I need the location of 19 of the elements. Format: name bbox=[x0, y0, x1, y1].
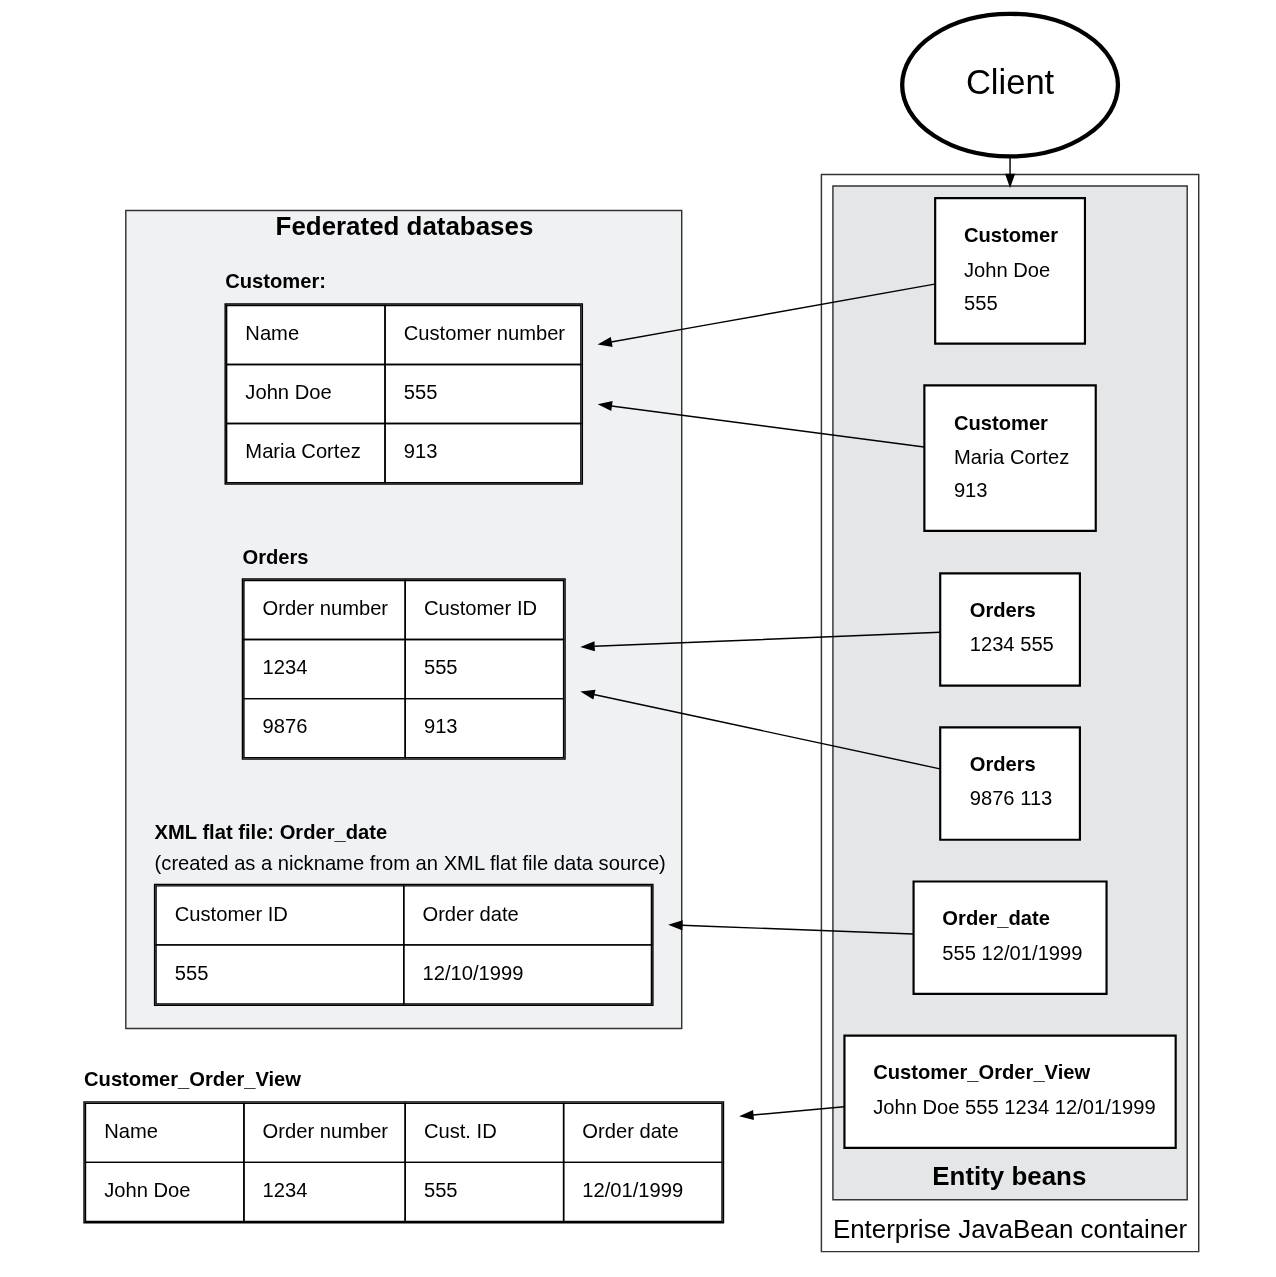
node-label: XML flat file: Order_date bbox=[154, 820, 387, 843]
node-box: Customer John Doe 555 bbox=[933, 197, 1086, 345]
arrow bbox=[579, 689, 941, 770]
node-box: Customer_Order_View John Doe 555 1234 12/01/1999 bbox=[842, 1034, 1177, 1150]
arrow bbox=[579, 631, 941, 652]
arrow bbox=[1004, 155, 1015, 189]
node-label: Customer: bbox=[224, 270, 326, 293]
arrow bbox=[597, 401, 925, 448]
node-label: Customer_Order_View bbox=[83, 1068, 301, 1091]
node-box: Customer Maria Cortez 913 bbox=[922, 384, 1097, 532]
node-label: Orders bbox=[241, 545, 309, 568]
node-label: (created as a nickname from an XML flat file data source) bbox=[154, 852, 666, 875]
arrow bbox=[597, 283, 935, 347]
node-box: Orders 1234 555 bbox=[938, 572, 1081, 687]
arrow bbox=[738, 1106, 845, 1120]
node-box: Order_date 555 12/01/1999 bbox=[912, 880, 1108, 995]
node-ellipse: Client bbox=[899, 11, 1120, 159]
arrow bbox=[667, 920, 914, 935]
node-box: Orders 9876 113 bbox=[938, 726, 1081, 841]
